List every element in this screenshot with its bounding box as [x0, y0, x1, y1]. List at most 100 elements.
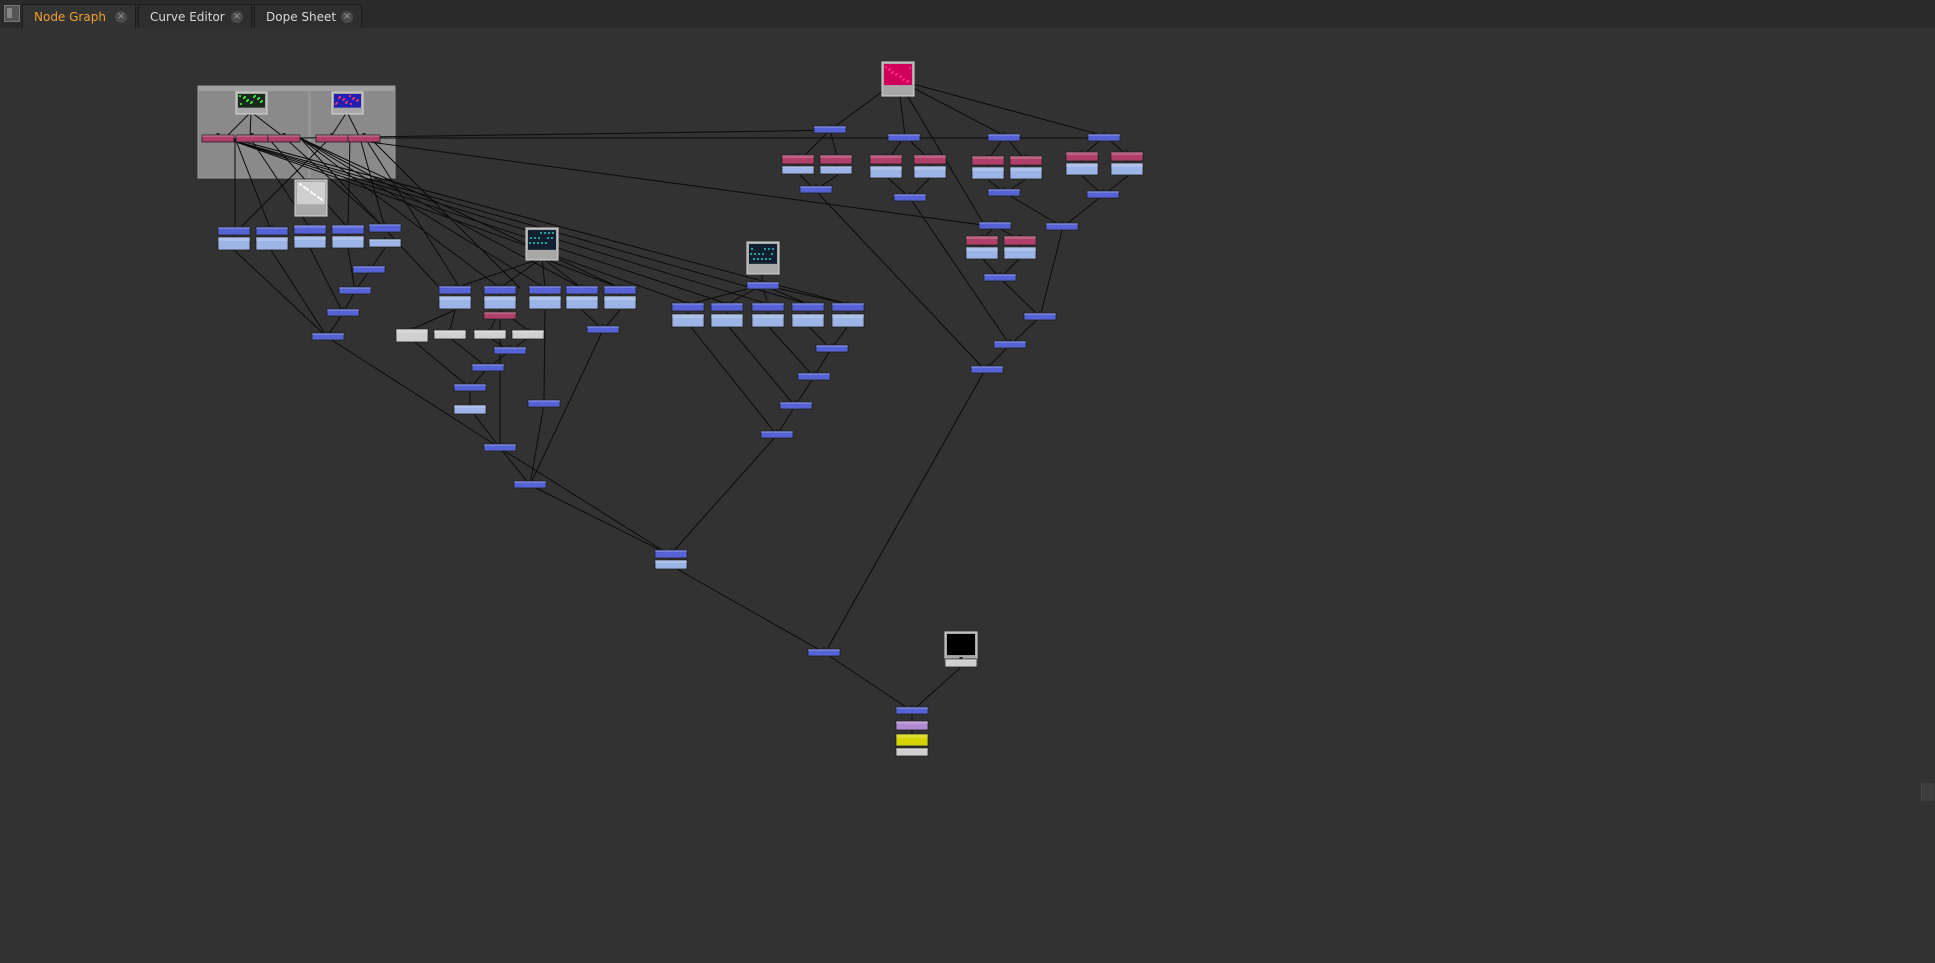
node-light-blue[interactable]: [1003, 245, 1037, 260]
close-icon[interactable]: ×: [341, 11, 353, 23]
node-light-blue[interactable]: [710, 312, 744, 328]
node-blue[interactable]: [671, 301, 705, 312]
node-blue[interactable]: [293, 223, 327, 235]
node-blue[interactable]: [483, 284, 517, 295]
node-light-blue[interactable]: [913, 164, 947, 179]
node-light-blue[interactable]: [751, 312, 785, 328]
node-magenta[interactable]: [819, 153, 853, 165]
node-light-blue[interactable]: [331, 234, 365, 249]
node-blue[interactable]: [983, 272, 1017, 282]
node-magenta[interactable]: [913, 153, 947, 165]
node-blue[interactable]: [791, 301, 825, 312]
node-blue[interactable]: [815, 343, 849, 353]
node-light-blue[interactable]: [528, 294, 562, 310]
node-light-blue[interactable]: [671, 312, 705, 328]
node-magenta[interactable]: [971, 154, 1005, 166]
node-magenta[interactable]: [1110, 150, 1144, 162]
node-blue[interactable]: [217, 225, 251, 236]
node-yellow[interactable]: [895, 732, 929, 747]
node-blue[interactable]: [797, 371, 831, 381]
node-white[interactable]: [944, 657, 978, 668]
node-blue[interactable]: [527, 398, 561, 408]
node-blue[interactable]: [1086, 189, 1120, 199]
read-node-green[interactable]: [235, 91, 268, 115]
node-blue[interactable]: [513, 479, 547, 489]
node-light-blue[interactable]: [453, 403, 487, 415]
node-light-blue[interactable]: [483, 294, 517, 310]
node-light-blue[interactable]: [438, 294, 472, 310]
node-magenta[interactable]: [267, 133, 301, 143]
node-light-blue[interactable]: [217, 235, 251, 251]
node-white[interactable]: [433, 328, 467, 340]
node-light-blue[interactable]: [1009, 165, 1043, 180]
node-white[interactable]: [395, 327, 429, 343]
node-light-blue[interactable]: [1110, 161, 1144, 176]
node-blue[interactable]: [453, 382, 487, 392]
node-light-blue[interactable]: [869, 164, 903, 179]
read-node-pink[interactable]: [881, 61, 915, 97]
node-blue[interactable]: [987, 187, 1021, 197]
node-blue[interactable]: [493, 345, 527, 355]
node-light-blue[interactable]: [293, 234, 327, 249]
node-magenta[interactable]: [869, 153, 903, 165]
node-magenta[interactable]: [201, 133, 235, 143]
node-blue[interactable]: [799, 184, 833, 194]
close-icon[interactable]: ×: [115, 11, 127, 23]
node-blue[interactable]: [751, 301, 785, 312]
node-magenta[interactable]: [1003, 234, 1037, 246]
scrollbar-handle[interactable]: [1921, 783, 1934, 801]
node-blue[interactable]: [311, 331, 345, 341]
pane-menu-icon[interactable]: [4, 5, 20, 22]
node-light-blue[interactable]: [565, 294, 599, 310]
node-blue[interactable]: [760, 429, 794, 439]
close-icon[interactable]: ×: [231, 11, 243, 23]
node-light-blue[interactable]: [654, 558, 688, 570]
node-blue[interactable]: [483, 442, 517, 452]
node-blue[interactable]: [352, 264, 386, 274]
node-light-blue[interactable]: [368, 237, 402, 248]
node-blue[interactable]: [887, 132, 921, 142]
node-magenta[interactable]: [483, 310, 517, 320]
node-light-blue[interactable]: [971, 165, 1005, 180]
node-blue[interactable]: [779, 400, 813, 410]
node-light-blue[interactable]: [965, 245, 999, 260]
node-light-blue[interactable]: [791, 312, 825, 328]
node-light-blue[interactable]: [603, 294, 637, 310]
read-node-magenta[interactable]: [331, 91, 364, 115]
node-magenta[interactable]: [1009, 154, 1043, 166]
node-blue[interactable]: [255, 225, 289, 236]
tab-curve-editor[interactable]: Curve Editor ×: [138, 4, 252, 28]
node-magenta[interactable]: [781, 153, 815, 165]
node-light-blue[interactable]: [255, 235, 289, 251]
tab-node-graph[interactable]: Node Graph ×: [22, 4, 136, 28]
node-blue[interactable]: [893, 192, 927, 202]
node-blue[interactable]: [807, 647, 841, 657]
node-blue[interactable]: [586, 324, 620, 334]
read-node-teal[interactable]: [746, 241, 780, 275]
node-blue[interactable]: [746, 280, 780, 290]
node-blue[interactable]: [831, 301, 865, 312]
node-blue[interactable]: [326, 307, 360, 317]
node-white[interactable]: [473, 328, 507, 340]
node-graph-canvas[interactable]: [0, 28, 1935, 963]
node-light-blue[interactable]: [819, 164, 853, 175]
node-blue[interactable]: [993, 339, 1027, 349]
node-blue[interactable]: [331, 223, 365, 235]
node-blue[interactable]: [528, 284, 562, 295]
node-blue[interactable]: [970, 364, 1004, 374]
node-white[interactable]: [895, 746, 929, 757]
node-blue[interactable]: [710, 301, 744, 312]
node-blue[interactable]: [1087, 132, 1121, 142]
node-blue[interactable]: [987, 132, 1021, 142]
node-lilac[interactable]: [895, 719, 929, 731]
node-blue[interactable]: [471, 362, 505, 372]
node-blue[interactable]: [565, 284, 599, 295]
node-white[interactable]: [511, 328, 545, 340]
node-graph-svg[interactable]: [0, 28, 1935, 963]
node-magenta[interactable]: [347, 133, 381, 143]
node-blue[interactable]: [1045, 221, 1079, 231]
node-light-blue[interactable]: [1065, 161, 1099, 176]
node-blue[interactable]: [1023, 311, 1057, 321]
node-light-blue[interactable]: [831, 312, 865, 328]
tab-dope-sheet[interactable]: Dope Sheet ×: [254, 4, 362, 28]
